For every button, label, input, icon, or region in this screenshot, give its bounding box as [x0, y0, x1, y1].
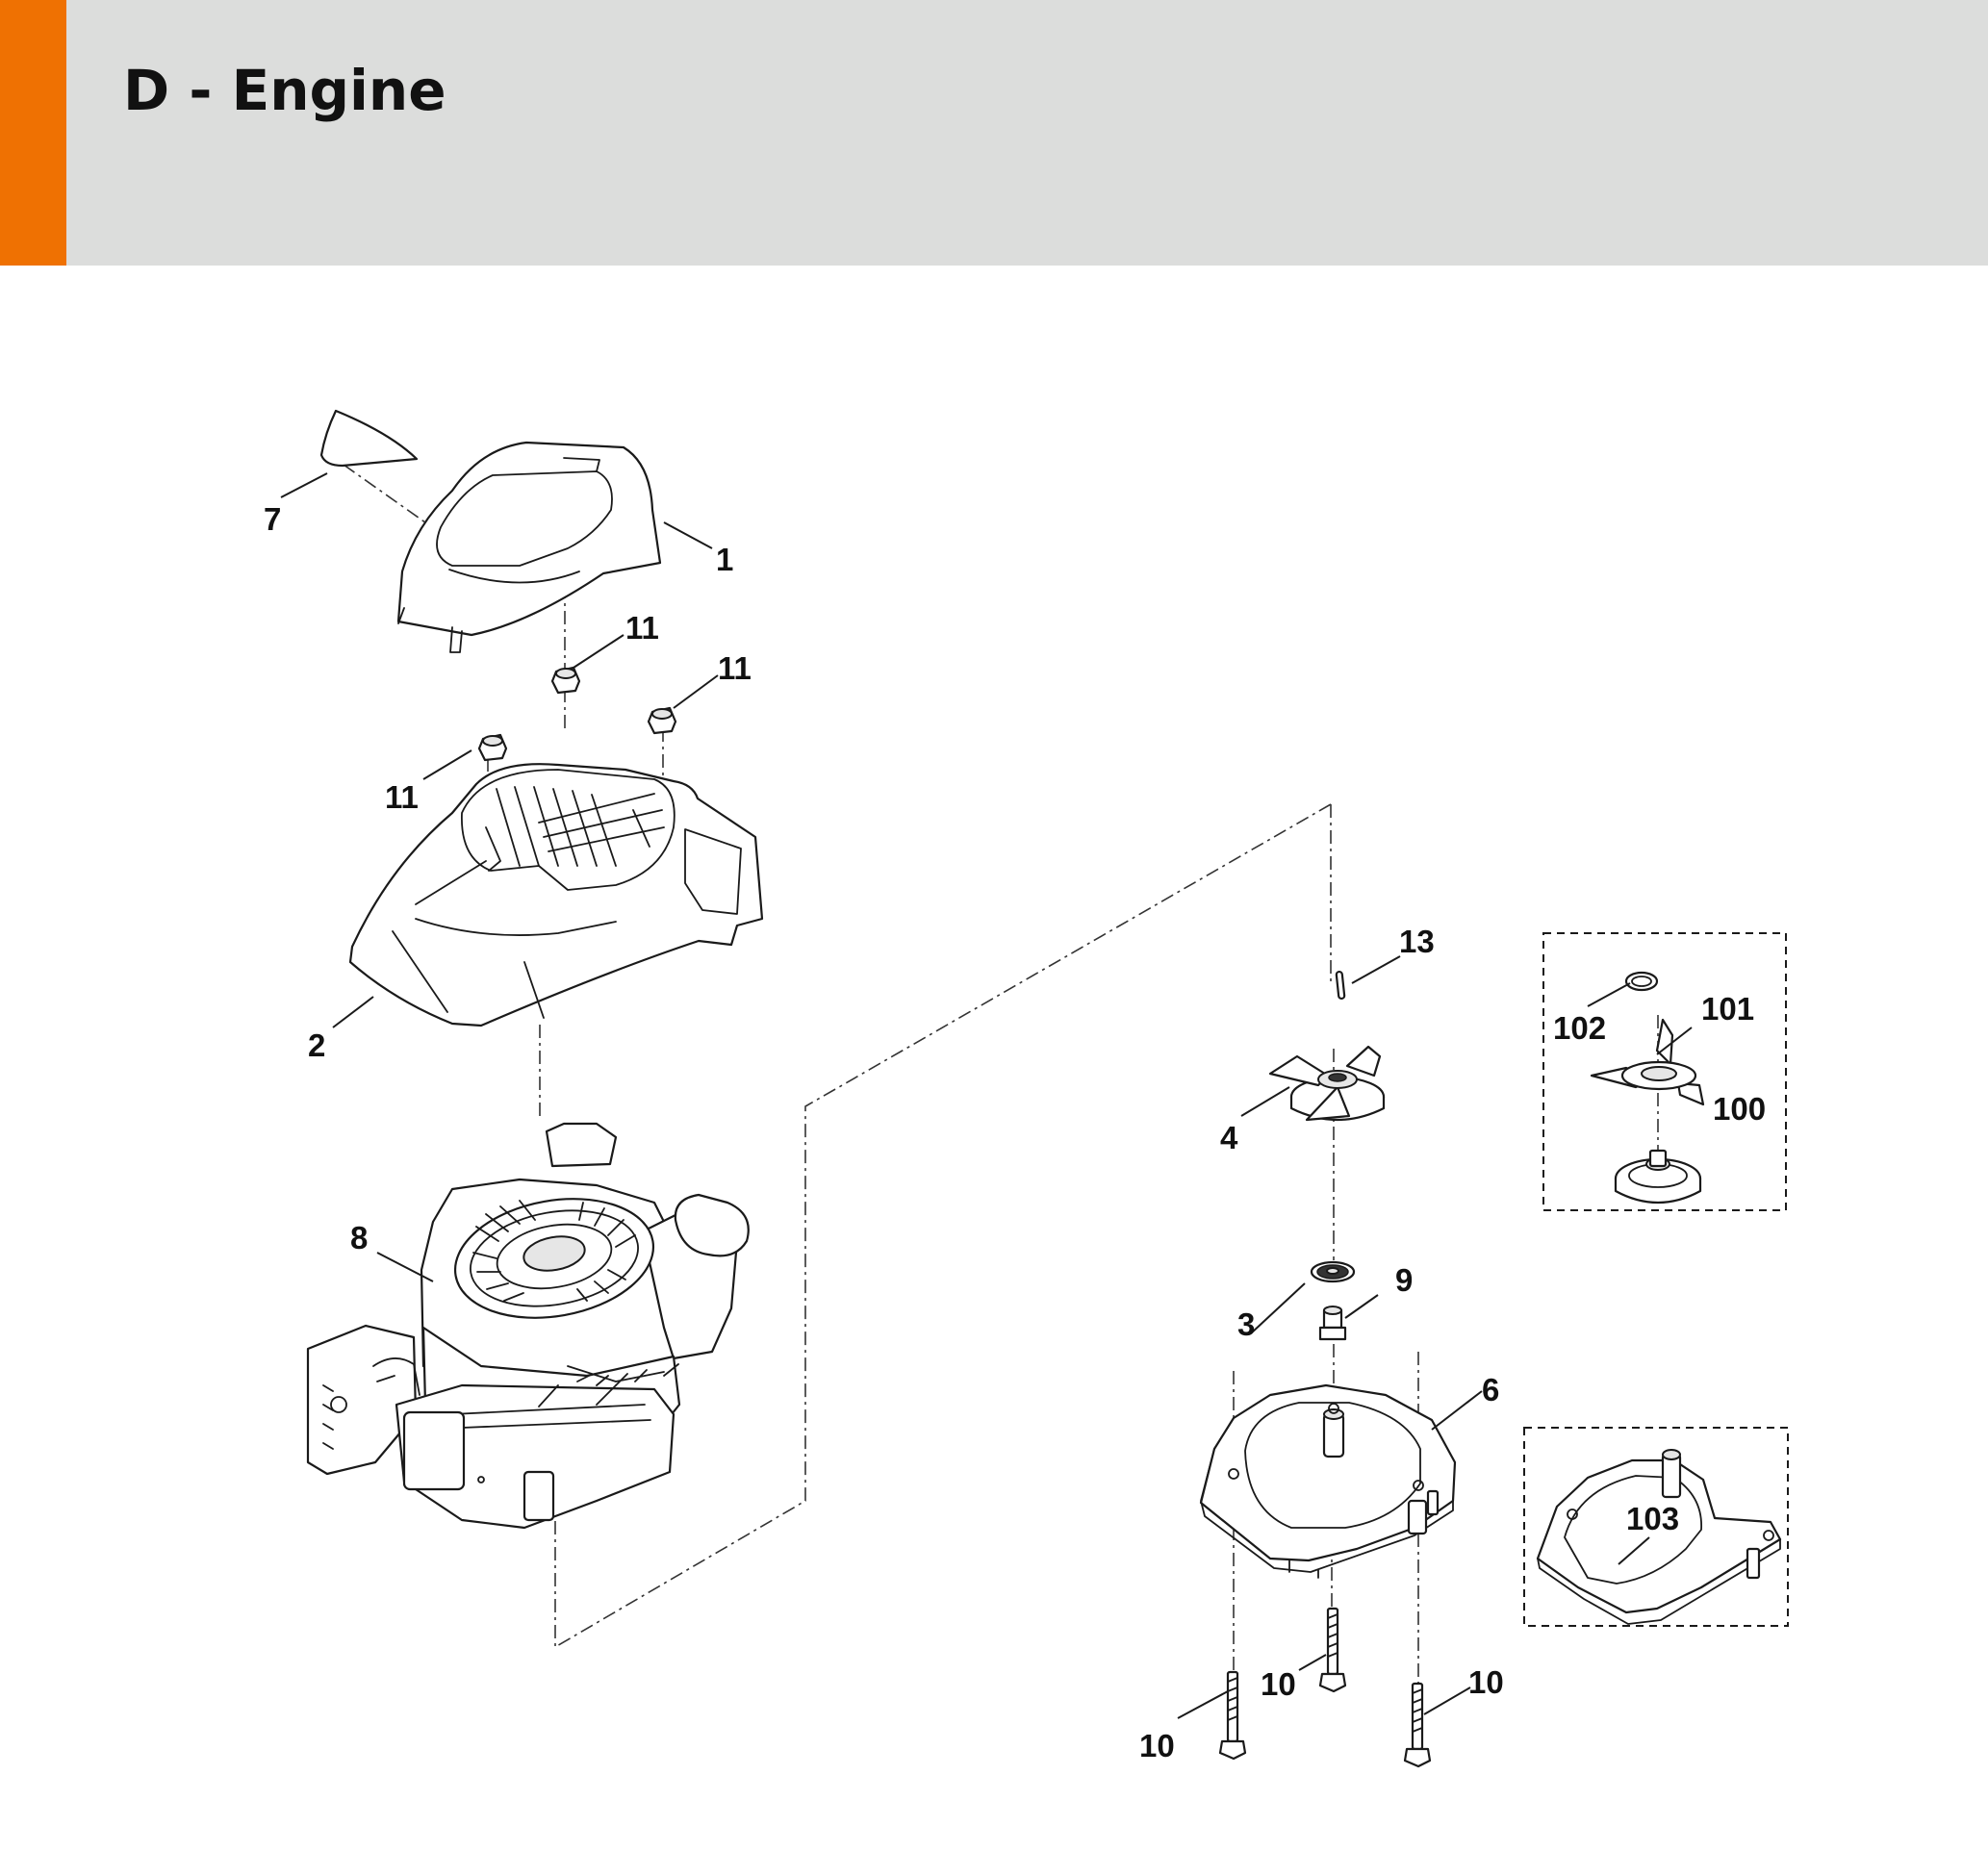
blade-adapter-part	[1268, 1045, 1386, 1122]
engine-cover-part	[396, 441, 662, 653]
callout-decal: 7	[264, 501, 281, 537]
callout-alt-plate: 103	[1626, 1501, 1679, 1536]
callout-engine: 8	[350, 1220, 368, 1255]
decal-part	[319, 409, 419, 468]
deflector-plate-part	[1199, 1383, 1457, 1579]
nut-right-part	[647, 706, 677, 735]
page-title: D - Engine	[123, 58, 446, 123]
engine-shroud-part	[348, 763, 764, 1027]
alternative-plate-box	[1523, 1427, 1789, 1627]
alternative-blade-assembly-box	[1542, 932, 1787, 1211]
accent-bar	[0, 0, 66, 266]
callout-nut-right: 11	[718, 650, 752, 686]
nut-left-part	[477, 733, 508, 762]
page-header: D - Engine	[0, 0, 1988, 266]
callout-deflector-plate: 6	[1482, 1372, 1499, 1407]
callout-engine-shroud: 2	[308, 1027, 325, 1063]
leader-lines	[280, 472, 1693, 1719]
callout-alt-pulley: 100	[1713, 1091, 1766, 1127]
callout-engine-cover: 1	[716, 542, 733, 577]
callout-screw-front-left: 10	[1139, 1728, 1175, 1763]
callout-alt-circlip: 102	[1553, 1010, 1606, 1046]
screw-right-part	[1403, 1682, 1432, 1768]
callout-nut-top: 11	[625, 610, 659, 646]
blade-washer-part	[1310, 1260, 1356, 1283]
screw-front-left-part	[1218, 1670, 1247, 1761]
callout-blade-adapter: 4	[1220, 1120, 1238, 1155]
engine-part	[306, 1122, 750, 1530]
callout-blade-washer: 3	[1237, 1306, 1255, 1342]
screw-center-part	[1318, 1607, 1347, 1693]
nut-top-part	[550, 666, 581, 695]
blade-screw-part	[1318, 1306, 1347, 1341]
callout-labels: 1 2 3 4 6 7 8 9 10 10 10 11 11 11 13 100…	[264, 501, 1766, 1763]
callout-key: 13	[1399, 924, 1435, 959]
callout-alt-fan: 101	[1701, 991, 1754, 1027]
callout-nut-left: 11	[385, 779, 419, 815]
callout-screw-center: 10	[1261, 1666, 1296, 1702]
key-part	[1335, 970, 1346, 1001]
callout-blade-screw: 9	[1395, 1262, 1413, 1298]
callout-screw-right: 10	[1468, 1664, 1504, 1700]
